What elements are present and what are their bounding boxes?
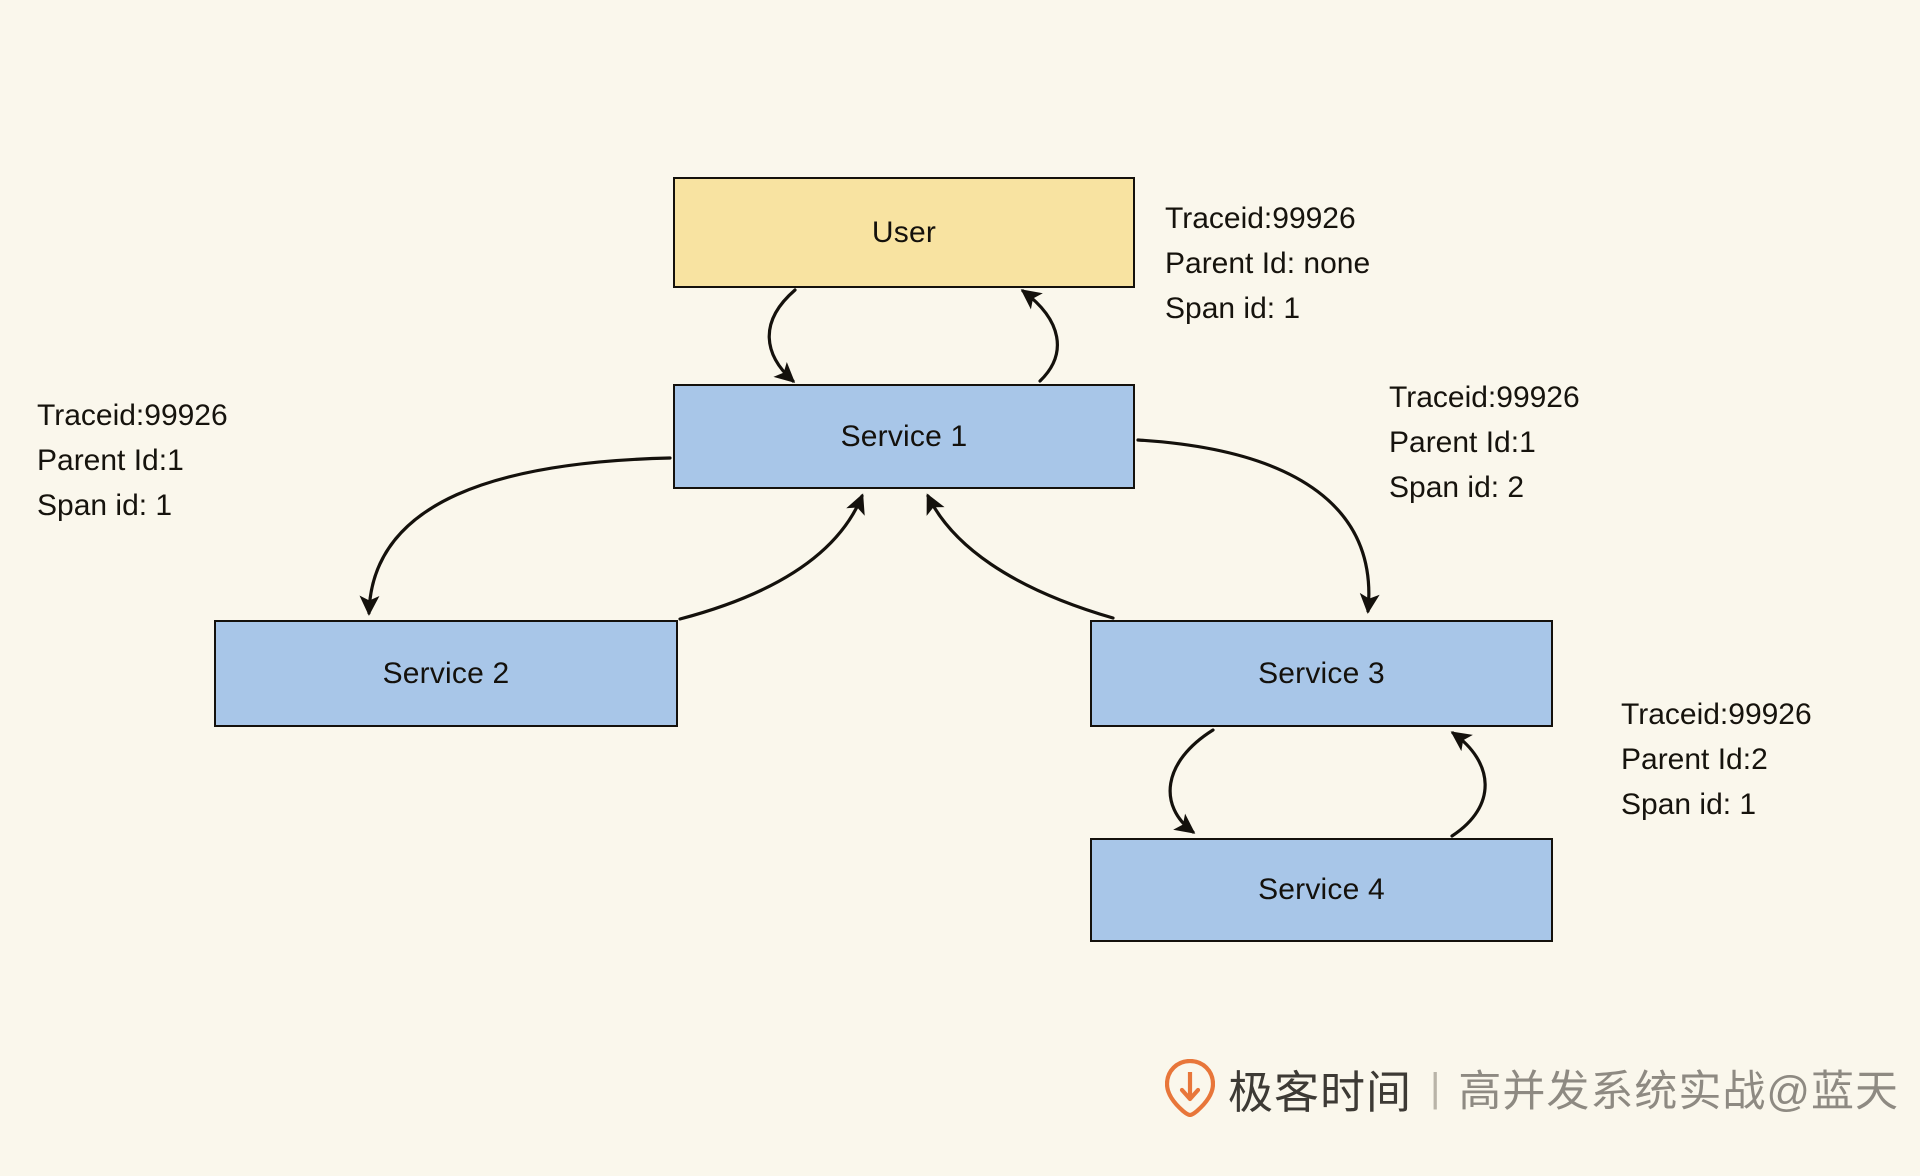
watermark-text: 高并发系统实战@蓝天 (1458, 1068, 1900, 1116)
node-service-2-label: Service 2 (382, 656, 510, 690)
annotation-service-3-traceid: Traceid:99926 (1389, 381, 1580, 414)
node-service-1-label: Service 1 (840, 419, 968, 453)
watermark-separator: | (1430, 1065, 1441, 1110)
annotation-service-2-traceid: Traceid:99926 (37, 399, 228, 432)
annotation-service-2-spanid: Span id: 1 (37, 489, 173, 522)
node-service-4[interactable]: Service 4 (1090, 838, 1553, 942)
edge-service3-to-service1 (926, 493, 1115, 620)
node-user-label: User (871, 215, 937, 249)
annotation-service-2-parentid: Parent Id:1 (37, 444, 184, 477)
edge-service1-to-service2 (359, 456, 672, 616)
node-user[interactable]: User (673, 177, 1135, 288)
annotation-service-4: Traceid:99926 Parent Id:2 Span id: 1 (1621, 692, 1812, 827)
annotation-user: Traceid:99926 Parent Id: none Span id: 1 (1165, 196, 1370, 331)
annotation-service-4-spanid: Span id: 1 (1621, 788, 1757, 821)
node-service-1[interactable]: Service 1 (673, 384, 1135, 489)
watermark: 极客时间 | 高并发系统实战@蓝天 (1165, 1057, 1899, 1119)
edge-service4-to-service3 (1450, 731, 1487, 838)
watermark-brand: 极客时间 (1228, 1066, 1413, 1118)
annotation-service-4-traceid: Traceid:99926 (1621, 698, 1812, 731)
edge-service1-to-user (1020, 289, 1059, 383)
annotation-service-2: Traceid:99926 Parent Id:1 Span id: 1 (37, 393, 228, 528)
node-service-3-label: Service 3 (1258, 656, 1385, 690)
node-service-4-label: Service 4 (1258, 873, 1385, 906)
node-service-3[interactable]: Service 3 (1090, 620, 1553, 727)
annotation-service-3: Traceid:99926 Parent Id:1 Span id: 2 (1389, 375, 1580, 510)
geekbang-logo-icon (1165, 1059, 1215, 1117)
edge-service1-to-service3 (1136, 438, 1380, 614)
edge-user-to-service1 (767, 288, 797, 383)
annotation-user-traceid: Traceid:99926 (1165, 202, 1356, 235)
annotation-user-spanid: Span id: 1 (1165, 292, 1301, 325)
annotation-service-4-parentid: Parent Id:2 (1621, 743, 1768, 776)
annotation-user-parentid: Parent Id: none (1165, 247, 1371, 280)
node-service-2[interactable]: Service 2 (214, 620, 678, 727)
annotation-service-3-spanid: Span id: 2 (1389, 471, 1525, 504)
edge-service3-to-service4 (1168, 728, 1215, 834)
edge-service2-to-service1 (678, 493, 865, 621)
annotation-service-3-parentid: Parent Id:1 (1389, 426, 1536, 459)
